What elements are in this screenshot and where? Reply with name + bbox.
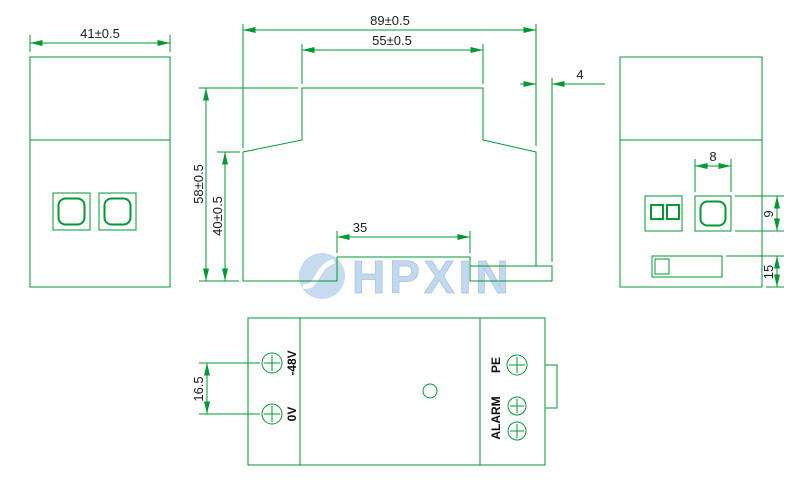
dim-text-top-width: 55±0.5	[372, 33, 412, 48]
dim-text-body-height: 40±0.5	[210, 196, 225, 236]
dim-rail-slot-width: 35	[336, 220, 471, 253]
dim-body-height: 40±0.5	[210, 151, 240, 281]
button-bezel	[52, 192, 91, 231]
side-latch-tab	[545, 364, 558, 409]
dim-text-tab-depth: 4	[576, 67, 583, 82]
dim-text-total-height: 58±0.5	[191, 164, 206, 204]
side-profile-outline	[242, 87, 553, 282]
bottom-view: -48V 0V 16.5 PE A	[191, 317, 558, 466]
screw-head	[261, 403, 283, 425]
button-cap	[103, 197, 132, 226]
center-hole	[422, 383, 438, 399]
front-button-right	[98, 192, 137, 231]
terminal-screw-alarm-1	[507, 396, 527, 416]
watermark-text: HPXIN	[352, 251, 513, 303]
connector-port-left	[650, 204, 664, 220]
rail-slot-opening	[651, 255, 723, 278]
watermark-logo-swoosh-icon	[302, 258, 336, 289]
connector-port-right	[666, 204, 680, 220]
terminal-screw-pe	[506, 354, 528, 376]
dim-text-rail-slot-width: 35	[353, 220, 367, 235]
terminal-label-0v: 0V	[285, 407, 299, 422]
rear-outline	[619, 56, 763, 288]
watermark: HPXIN	[299, 251, 513, 303]
terminal-label-alarm: ALARM	[489, 396, 503, 439]
dim-tab-depth: 4	[520, 67, 605, 262]
button-bezel	[694, 195, 732, 232]
button-bezel	[98, 192, 137, 231]
rail-clip-detail	[654, 258, 670, 275]
terminal-label-minus48v: -48V	[285, 350, 299, 375]
rear-button	[694, 195, 732, 232]
dim-text-button-width: 8	[709, 149, 716, 164]
button-cap	[699, 200, 727, 227]
dim-rail-area-height: 15	[726, 255, 784, 288]
screw-head	[507, 421, 527, 441]
screw-head	[506, 354, 528, 376]
rear-view: 8 9 15	[619, 56, 784, 288]
watermark-logo-icon	[299, 253, 345, 299]
dim-overall-width: 89±0.5	[242, 13, 537, 148]
connector-body	[644, 195, 683, 232]
dim-text-overall-width: 89±0.5	[370, 13, 410, 28]
dim-text-rail-area-height: 15	[761, 265, 776, 279]
dim-text-front-width: 41±0.5	[80, 26, 120, 41]
button-cap	[57, 197, 86, 226]
screw-head	[507, 396, 527, 416]
screw-head	[261, 352, 283, 374]
dim-top-width: 55±0.5	[301, 33, 484, 84]
side-view: 89±0.5 55±0.5 58±0.5 40±0.5 35	[191, 13, 605, 282]
dim-button-width: 8	[694, 149, 732, 192]
front-outline	[29, 56, 171, 288]
terminal-screw-minus48v	[261, 352, 283, 374]
terminal-label-pe: PE	[489, 357, 503, 373]
dim-text-terminal-pitch: 16.5	[191, 376, 206, 401]
dim-front-width: 41±0.5	[29, 26, 171, 52]
terminal-screw-alarm-2	[507, 421, 527, 441]
dim-terminal-pitch: 16.5	[191, 362, 260, 415]
dim-button-height: 9	[735, 195, 784, 232]
bottom-outline	[247, 317, 546, 466]
rear-connector	[644, 195, 683, 232]
rear-rail-slot	[651, 255, 723, 278]
front-view: 41±0.5	[29, 26, 171, 288]
terminal-screw-0v	[261, 403, 283, 425]
dim-text-button-height: 9	[761, 210, 776, 217]
dim-total-height: 58±0.5	[191, 87, 298, 282]
front-button-left	[52, 192, 91, 231]
